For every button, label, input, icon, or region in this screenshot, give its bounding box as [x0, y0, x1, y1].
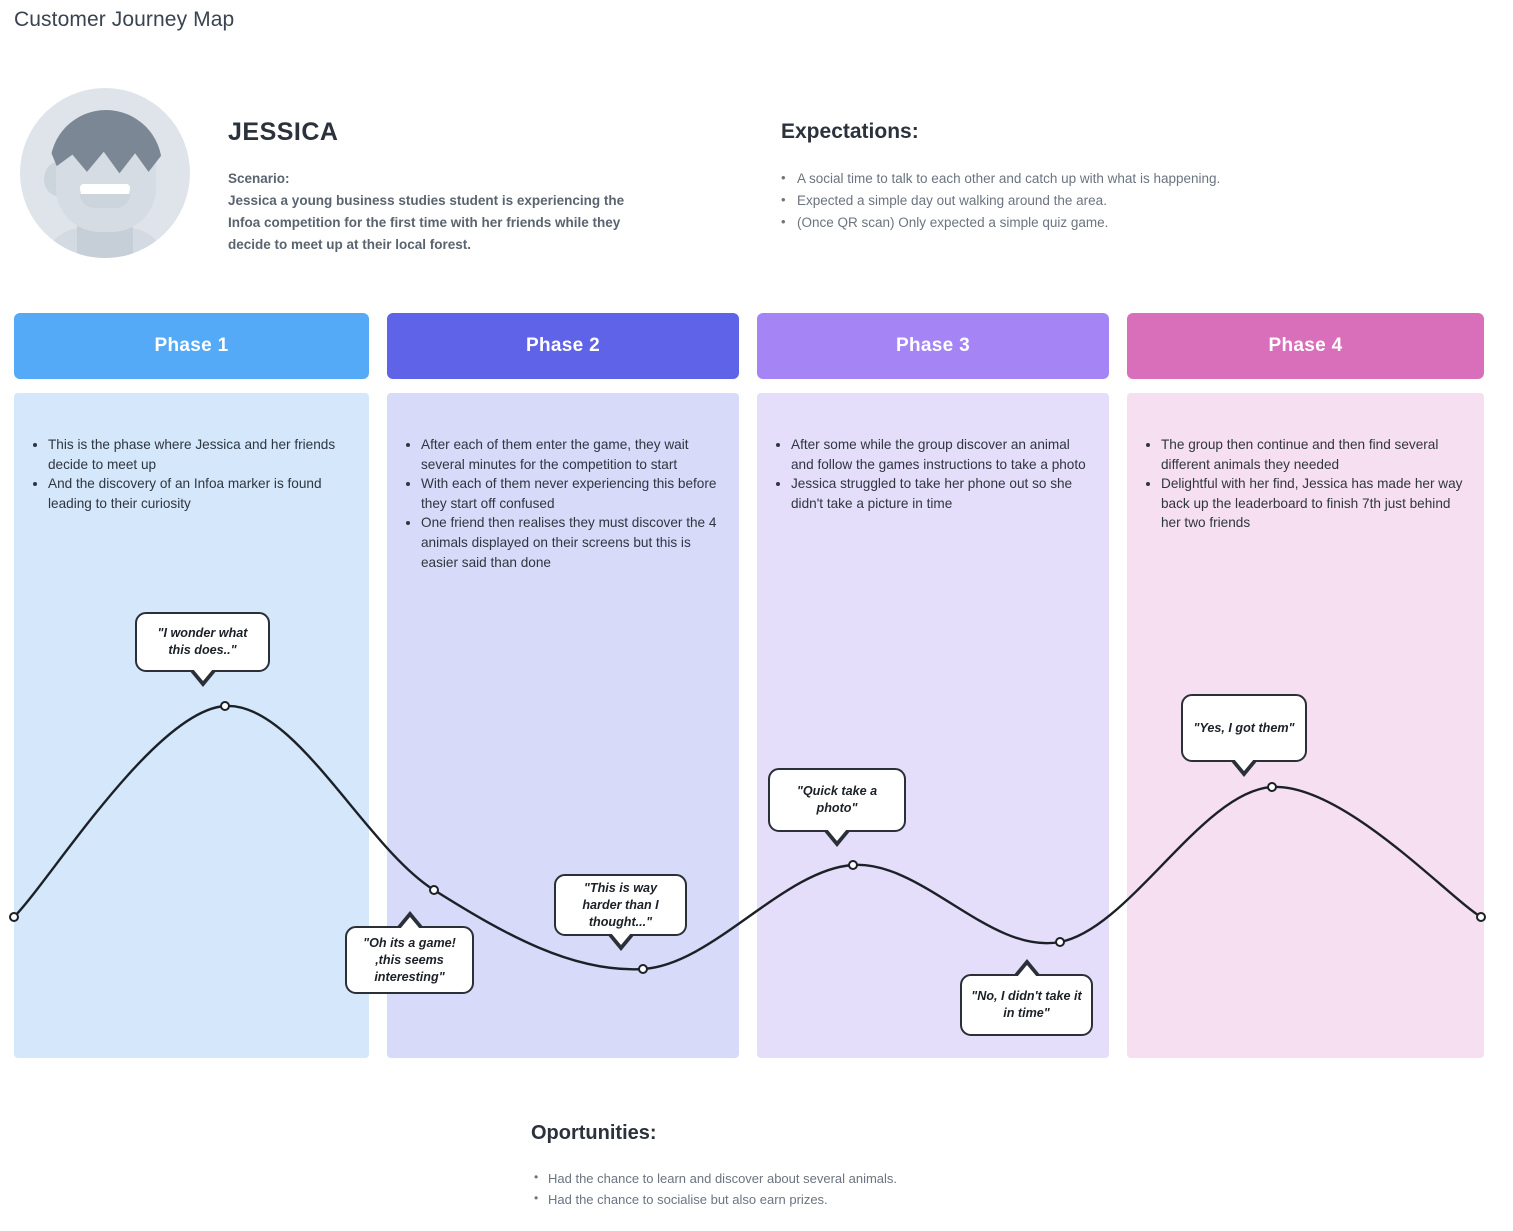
speech-bubble-6: "Yes, I got them" — [1181, 694, 1307, 777]
speech-bubble-text: "Yes, I got them" — [1193, 720, 1295, 735]
expectations-list: A social time to talk to each other and … — [781, 167, 1441, 234]
scenario-block: Scenario: Jessica a young business studi… — [228, 168, 658, 256]
list-item: Jessica struggled to take her phone out … — [791, 474, 1089, 513]
speech-bubble-5: "No, I didn't take it in time" — [960, 959, 1093, 1036]
list-item: After some while the group discover an a… — [791, 435, 1089, 474]
phase-panel-1: This is the phase where Jessica and her … — [14, 393, 369, 1058]
phase-header-2[interactable]: Phase 2 — [387, 313, 739, 379]
list-item: And the discovery of an Infoa marker is … — [48, 474, 349, 513]
phase-bullets-2: After each of them enter the game, they … — [421, 435, 719, 572]
bubble-tail-fill-icon — [399, 917, 420, 929]
bubble-tail-fill-icon — [192, 669, 213, 681]
list-item: Expected a simple day out walking around… — [781, 189, 1441, 212]
speech-bubble-text: "No, I didn't take it in time" — [971, 989, 1082, 1020]
speech-bubble-1: "I wonder what this does.." — [135, 612, 270, 687]
phase-bullets-1: This is the phase where Jessica and her … — [48, 435, 349, 513]
phase-header-3[interactable]: Phase 3 — [757, 313, 1109, 379]
list-item: The group then continue and then find se… — [1161, 435, 1464, 474]
phase-bullets-3: After some while the group discover an a… — [791, 435, 1089, 513]
list-item: Delightful with her find, Jessica has ma… — [1161, 474, 1464, 533]
expectations-title: Expectations: — [781, 120, 919, 143]
list-item: Had the chance to learn and discover abo… — [534, 1167, 1134, 1189]
scenario-text: Jessica a young business studies student… — [228, 193, 625, 252]
bubble-tail-fill-icon — [827, 829, 847, 841]
list-item: After each of them enter the game, they … — [421, 435, 719, 474]
speech-bubble-text: "This is way harder than I thought..." — [582, 880, 659, 929]
list-item: (Once QR scan) Only expected a simple qu… — [781, 211, 1441, 234]
list-item: One friend then realises they must disco… — [421, 513, 719, 572]
scenario-label: Scenario: — [228, 171, 290, 186]
speech-bubble-text: "Oh its a game! ,this seems interesting" — [363, 935, 456, 984]
person-avatar-icon — [20, 88, 190, 258]
bubble-tail-fill-icon — [610, 933, 631, 945]
bubble-tail-fill-icon — [1234, 759, 1254, 771]
phase-bullets-4: The group then continue and then find se… — [1161, 435, 1464, 533]
speech-bubble-4: "Quick take a photo" — [768, 768, 906, 847]
speech-bubble-3: "This is way harder than I thought..." — [554, 874, 687, 951]
opportunities-list: Had the chance to learn and discover abo… — [534, 1167, 1134, 1210]
persona-name: JESSICA — [228, 118, 339, 146]
opportunities-title: Oportunities: — [531, 1122, 657, 1144]
phase-panel-3: After some while the group discover an a… — [757, 393, 1109, 1058]
phase-header-4[interactable]: Phase 4 — [1127, 313, 1484, 379]
list-item: A social time to talk to each other and … — [781, 167, 1441, 190]
speech-bubble-text: "I wonder what this does.." — [157, 626, 248, 657]
list-item: This is the phase where Jessica and her … — [48, 435, 349, 474]
speech-bubble-2: "Oh its a game! ,this seems interesting" — [345, 911, 474, 994]
bubble-tail-fill-icon — [1016, 965, 1037, 977]
list-item: Had the chance to socialise but also ear… — [534, 1188, 1134, 1210]
phase-header-1[interactable]: Phase 1 — [14, 313, 369, 379]
avatar-lower-lip — [80, 194, 130, 208]
list-item: With each of them never experiencing thi… — [421, 474, 719, 513]
speech-bubble-text: "Quick take a photo" — [796, 784, 878, 815]
page-title: Customer Journey Map — [14, 8, 235, 31]
